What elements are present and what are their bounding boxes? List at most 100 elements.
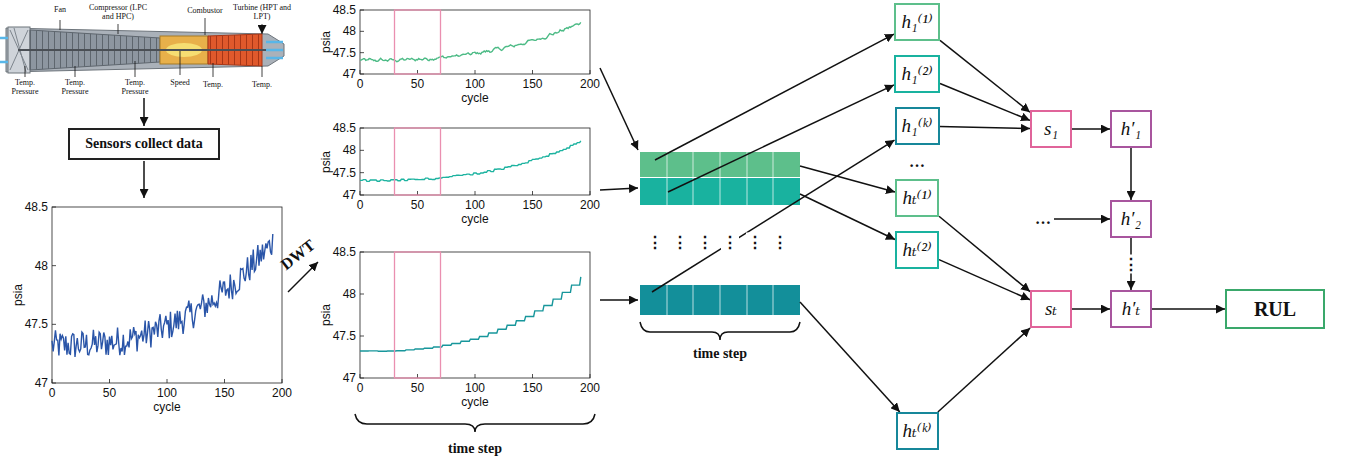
- tick-label: 47: [343, 67, 356, 81]
- tick-mark: [360, 294, 364, 295]
- connector-arrow: [940, 83, 1030, 120]
- tick-mark: [360, 74, 364, 75]
- tick-mark: [360, 252, 364, 253]
- tick-mark: [532, 70, 533, 74]
- lstm-state: h′ₜ: [1110, 290, 1152, 328]
- connector-arrow: [1152, 308, 1225, 310]
- axis-note: time step: [448, 441, 502, 457]
- tick-mark: [360, 70, 361, 74]
- tick-mark: [360, 52, 364, 53]
- tick-label: 200: [580, 198, 600, 212]
- tick-mark: [360, 128, 364, 129]
- line-plot: [360, 128, 590, 195]
- flow-arrow: [143, 161, 145, 198]
- plot-frame: [360, 10, 590, 74]
- window-highlight: [395, 10, 441, 74]
- lstm-state: h′₁: [1110, 110, 1152, 148]
- tick-label: 200: [580, 77, 600, 91]
- plot-frame: [52, 207, 282, 383]
- node-text: h₁⁽¹⁾: [901, 12, 932, 33]
- node-text: s₁: [1044, 119, 1058, 140]
- axis-title: cycle: [153, 400, 180, 414]
- node-text: h′₁: [1121, 119, 1141, 140]
- tick-label: 150: [522, 77, 542, 91]
- tick-label: 48.5: [333, 3, 356, 17]
- ellipsis: ⋮: [1122, 255, 1140, 274]
- matrix-cell-divider: [640, 152, 800, 315]
- tick-label: 48: [343, 287, 356, 301]
- window-highlight: [395, 252, 441, 378]
- engine-nacelle: [6, 28, 284, 72]
- tick-mark: [590, 70, 591, 74]
- part-leader: [60, 18, 262, 35]
- sensor-leader: [25, 51, 262, 77]
- feed-arrow: [800, 302, 900, 412]
- tick-mark: [360, 195, 364, 196]
- tick-mark: [109, 379, 110, 383]
- connector-arrow: [1072, 308, 1110, 310]
- hidden-state: hₜ⁽ᵏ⁾: [896, 412, 939, 450]
- tick-label: 47: [343, 188, 356, 202]
- brace: [355, 414, 595, 432]
- tick-label: 0: [357, 381, 364, 395]
- node-text: hₜ⁽¹⁾: [902, 188, 931, 209]
- flow-arrow: [600, 188, 638, 190]
- tick-mark: [52, 207, 56, 208]
- tick-mark: [532, 191, 533, 195]
- flow-arrow: [600, 299, 638, 301]
- axis-note: time step: [693, 346, 747, 362]
- ellipsis: ⋮: [671, 233, 689, 252]
- brace: [640, 322, 800, 340]
- process-box: Sensors collect data: [68, 128, 220, 160]
- tick-mark: [360, 378, 364, 379]
- flow-arrow: [600, 68, 638, 150]
- tick-label: 48: [343, 24, 356, 38]
- tick-label: 150: [214, 386, 234, 400]
- tick-label: 50: [103, 386, 116, 400]
- exhaust-flow: [266, 42, 283, 58]
- tick-mark: [360, 191, 361, 195]
- feed-arrow: [652, 140, 895, 292]
- tick-label: 50: [411, 198, 424, 212]
- plot-frame: [360, 128, 590, 195]
- output-box: RUL: [1225, 289, 1325, 329]
- node-text: h₁⁽²⁾: [901, 64, 932, 85]
- hidden-state: hₜ⁽²⁾: [895, 231, 939, 269]
- tick-mark: [52, 265, 56, 266]
- fusion-state: sₜ: [1030, 290, 1072, 328]
- hidden-state: hₜ⁽¹⁾: [895, 179, 939, 217]
- axis-title: cycle: [461, 91, 488, 105]
- signal-curve: [52, 234, 273, 357]
- node-text: Sensors collect data: [85, 136, 202, 151]
- node-text: h₁⁽ᵏ⁾: [902, 116, 933, 137]
- intake-flow: [0, 38, 8, 62]
- engine-shaft: [18, 49, 270, 51]
- tick-label: 0: [49, 386, 56, 400]
- tick-mark: [52, 324, 56, 325]
- tick-mark: [282, 379, 283, 383]
- plot-frame: [360, 252, 590, 378]
- tick-mark: [590, 374, 591, 378]
- part-label: Compressor (LPC and HPC): [83, 3, 153, 21]
- tick-mark: [360, 31, 364, 32]
- connector-arrow: [1072, 128, 1110, 130]
- sensor-label: Temp. Pressure: [55, 78, 95, 96]
- sensor-label: Temp. Pressure: [115, 78, 155, 96]
- connector-arrow: [1130, 148, 1132, 200]
- plot-group: [52, 10, 590, 383]
- tick-label: 48.5: [25, 200, 48, 214]
- tick-mark: [224, 379, 225, 383]
- tick-mark: [360, 172, 364, 173]
- ellipsis: ⋮: [746, 233, 764, 252]
- node-text: hₜ⁽ᵏ⁾: [903, 421, 932, 442]
- signal-curve: [360, 22, 581, 61]
- node-text: sₜ: [1045, 299, 1057, 320]
- tick-label: 48.5: [333, 245, 356, 259]
- tick-mark: [167, 379, 168, 383]
- feed-arrow: [800, 166, 895, 192]
- ellipsis: ⋮: [696, 233, 714, 252]
- ellipsis: ⋮: [771, 233, 789, 252]
- tick-mark: [475, 70, 476, 74]
- signal-curve: [360, 141, 581, 182]
- flow-arrow: [143, 98, 145, 126]
